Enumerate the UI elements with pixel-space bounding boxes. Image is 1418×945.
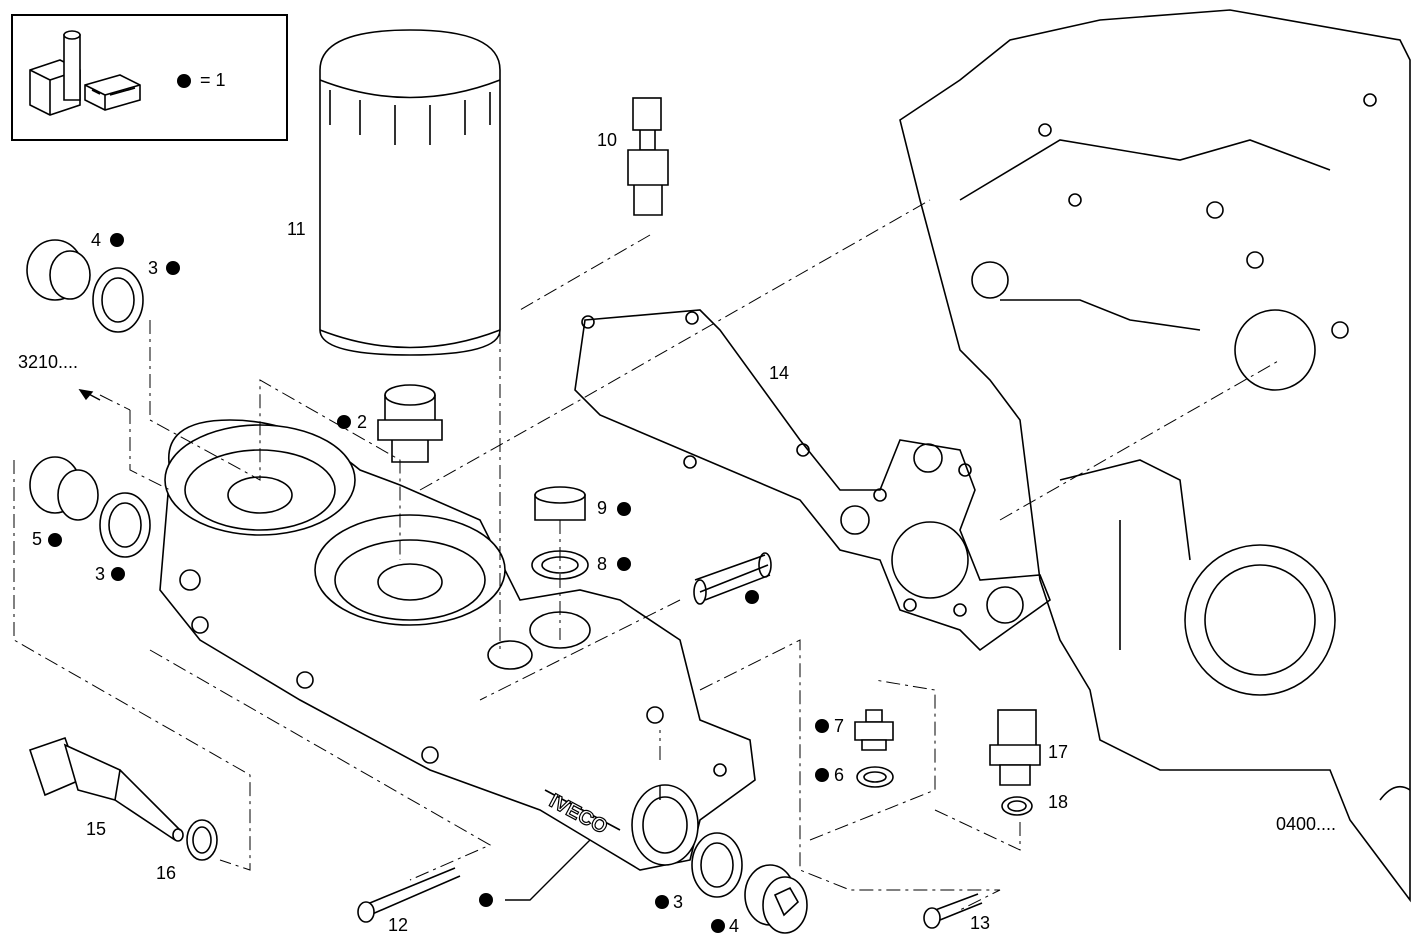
plug-5 (29, 456, 99, 521)
seal-3-upper (92, 267, 144, 333)
kit-dot (745, 590, 759, 604)
legend-kit-dot (177, 74, 191, 88)
kit-package-icon (29, 30, 141, 116)
sensor-15 (28, 736, 184, 842)
callout-14: 14 (769, 363, 790, 383)
kit-dot (815, 719, 829, 733)
kit-dot (166, 261, 180, 275)
kit-dot (111, 567, 125, 581)
kit-dot (479, 893, 493, 907)
callout-10: 10 (597, 130, 618, 150)
callout-8: 8 (597, 554, 608, 574)
seal-16 (186, 819, 218, 861)
callout-6: 6 (834, 765, 845, 785)
plug-4-upper (26, 239, 91, 301)
callout-9: 9 (597, 498, 608, 518)
legend-text: = 1 (200, 70, 226, 90)
engine-block (899, 9, 1411, 903)
seal-6 (856, 766, 894, 788)
callout-3-bottom: 3 (673, 892, 684, 912)
kit-dot (711, 919, 725, 933)
seal-3-bottom (691, 832, 743, 898)
oil-filter-cartridge (319, 29, 501, 356)
callout-4-bottom: 4 (729, 916, 740, 936)
reference-0400: 0400.... (1276, 814, 1337, 834)
seal-3-left (99, 492, 151, 558)
valve-spring (693, 552, 772, 605)
kit-dot (617, 502, 631, 516)
legend-box (11, 14, 288, 141)
filter-housing-body (159, 419, 756, 871)
kit-dot (110, 233, 124, 247)
plug-9 (534, 486, 586, 521)
callout-18: 18 (1048, 792, 1069, 812)
leader-lines (78, 389, 661, 901)
plug-4-bottom (744, 864, 808, 934)
callout-11: 11 (287, 219, 306, 239)
callout-2: 2 (357, 412, 368, 432)
assembly-guide-lines (13, 199, 1281, 911)
callout-12: 12 (388, 915, 409, 935)
kit-dot (617, 557, 631, 571)
callout-17: 17 (1048, 742, 1069, 762)
threaded-nipple (377, 384, 443, 463)
kit-dot (48, 533, 62, 547)
callout-4-upper: 4 (91, 230, 102, 250)
callout-3-left: 3 (95, 564, 106, 584)
callout-15: 15 (86, 819, 107, 839)
pressure-sensor-10 (627, 97, 669, 216)
sensor-7 (854, 709, 894, 751)
sensor-17 (989, 709, 1041, 786)
kit-dot (655, 895, 669, 909)
screw-13 (923, 893, 983, 929)
kit-dot (815, 768, 829, 782)
reference-3210: 3210.... (18, 352, 79, 372)
gasket-14 (574, 309, 1051, 652)
callout-7: 7 (834, 716, 845, 736)
callout-16: 16 (156, 863, 177, 883)
callout-3-upper: 3 (148, 258, 159, 278)
callout-5: 5 (32, 529, 43, 549)
screw-12 (357, 867, 461, 923)
seal-18 (1001, 796, 1033, 816)
callout-13: 13 (970, 913, 991, 933)
kit-dot (337, 415, 351, 429)
